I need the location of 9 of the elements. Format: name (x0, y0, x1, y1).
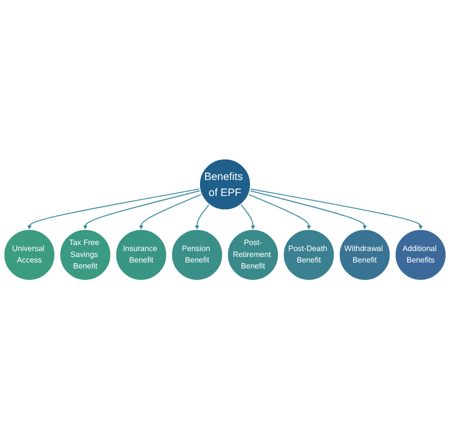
arrow (250, 188, 423, 230)
arrow (249, 190, 367, 230)
arrow (240, 204, 256, 230)
arrow (83, 190, 201, 230)
node-circle: Benefits of EPF (199, 158, 251, 210)
arrow (139, 194, 202, 230)
arrow (27, 188, 200, 230)
arrow (194, 204, 210, 230)
arrow (248, 194, 311, 230)
